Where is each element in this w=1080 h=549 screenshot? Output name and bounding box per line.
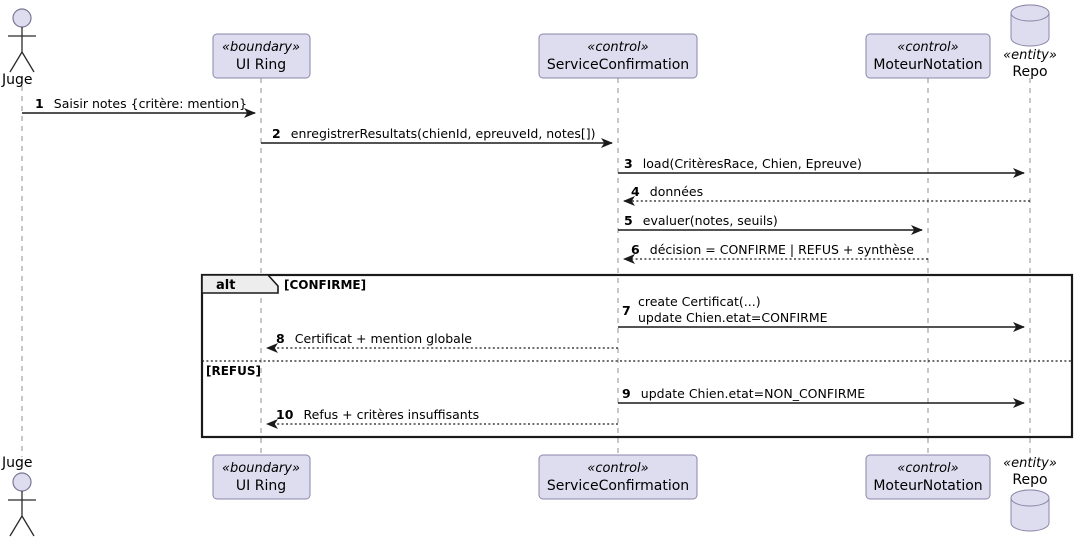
message-9-label: 9 update Chien.etat=NON_CONFIRME <box>622 383 865 402</box>
message-6[interactable]: 6 décision = CONFIRME | REFUS + synthèse <box>623 239 928 264</box>
fragment-outline <box>200 273 1074 439</box>
actor-head-icon <box>12 8 32 28</box>
lifelines <box>21 76 1031 457</box>
participant-label-juge-bottom: Juge <box>1 455 33 471</box>
message-3-label: 3 load(CritèresRace, Chien, Epreuve) <box>624 153 862 172</box>
message-7-text-line2: update Chien.etat=CONFIRME <box>638 310 828 325</box>
participant-label-repo-top: Repo <box>1012 64 1047 80</box>
message-10[interactable]: 10 Refus + critères insuffisants <box>266 404 618 429</box>
fragment-guard-confirme: [CONFIRME] <box>284 278 366 292</box>
actor-head-bottom-icon <box>12 472 32 492</box>
participant-label-moteurnotation-bottom: MoteurNotation <box>873 478 982 494</box>
message-3-number: 3 <box>624 156 633 171</box>
participant-ui-ring-top[interactable]: «boundary» UI Ring <box>212 33 311 79</box>
participant-box-ui-ring-bottom[interactable] <box>212 454 311 500</box>
fragment-operator-label: alt <box>216 278 235 293</box>
participant-label-ui-ring-top: UI Ring <box>236 57 286 73</box>
message-1-label: 1 Saisir notes {critère: mention} <box>35 93 247 112</box>
participant-label-serviceconfirmation-bottom: ServiceConfirmation <box>547 478 689 494</box>
participant-moteurnotation-bottom[interactable]: «control» MoteurNotation <box>865 454 991 500</box>
stereotype-ui-ring-bottom: «boundary» <box>222 461 300 476</box>
message-8-text: Certificat + mention globale <box>295 331 472 346</box>
message-6-number: 6 <box>631 242 640 257</box>
participant-box-moteurnotation-top[interactable] <box>865 33 991 79</box>
stereotype-moteurnotation-bottom: «control» <box>897 461 958 476</box>
fragment-guard-refus: [REFUS] <box>206 364 261 378</box>
participant-label-ui-ring-bottom: UI Ring <box>236 478 286 494</box>
message-8-label: 8 Certificat + mention globale <box>276 328 472 347</box>
message-9-text: update Chien.etat=NON_CONFIRME <box>641 386 865 401</box>
message-2-label: 2 enregistrerResultats(chienId, epreuveI… <box>272 123 596 142</box>
fragment-operator-tab <box>201 274 279 294</box>
message-4-text: données <box>650 184 703 199</box>
participant-box-serviceconfirmation-top[interactable] <box>538 33 698 79</box>
message-9[interactable]: 9 update Chien.etat=NON_CONFIRME <box>618 383 1025 408</box>
message-4-number: 4 <box>631 184 640 199</box>
participant-juge-bottom[interactable]: Juge <box>1 455 36 537</box>
participant-repo-bottom[interactable]: «entity» Repo <box>1003 456 1057 532</box>
message-5-text: evaluer(notes, seuils) <box>643 213 778 228</box>
message-7-text-line1: create Certificat(...) <box>638 294 761 309</box>
stereotype-ui-ring-top: «boundary» <box>222 40 300 55</box>
message-8-number: 8 <box>276 331 285 346</box>
message-8[interactable]: 8 Certificat + mention globale <box>266 328 618 353</box>
message-2[interactable]: 2 enregistrerResultats(chienId, epreuveI… <box>261 123 613 148</box>
participant-box-ui-ring-top[interactable] <box>212 33 311 79</box>
message-7[interactable]: 7 create Certificat(...) update Chien.et… <box>618 294 1025 332</box>
participant-label-moteurnotation-top: MoteurNotation <box>873 57 982 73</box>
database-cylinder-top-icon <box>1010 4 1050 22</box>
message-10-label: 10 Refus + critères insuffisants <box>276 404 479 423</box>
participant-label-juge-top: Juge <box>1 72 33 88</box>
message-5[interactable]: 5 evaluer(notes, seuils) <box>618 210 923 235</box>
actor-body-bottom-icon <box>8 491 36 537</box>
message-2-number: 2 <box>272 126 281 141</box>
stereotype-repo-top: «entity» <box>1003 48 1057 63</box>
message-1[interactable]: 1 Saisir notes {critère: mention} <box>22 93 256 118</box>
stereotype-serviceconfirmation-bottom: «control» <box>587 461 648 476</box>
participant-juge-top[interactable]: Juge <box>1 8 36 88</box>
message-4-label: 4 données <box>631 181 703 200</box>
combined-fragment-alt[interactable]: alt [CONFIRME] [REFUS] <box>200 273 1074 439</box>
message-3-text: load(CritèresRace, Chien, Epreuve) <box>643 156 862 171</box>
participant-serviceconfirmation-top[interactable]: «control» ServiceConfirmation <box>538 33 698 79</box>
stereotype-moteurnotation-top: «control» <box>897 40 958 55</box>
participant-label-serviceconfirmation-top: ServiceConfirmation <box>547 57 689 73</box>
participant-box-moteurnotation-bottom[interactable] <box>865 454 991 500</box>
participant-label-repo-bottom: Repo <box>1012 472 1047 488</box>
participant-box-serviceconfirmation-bottom[interactable] <box>538 454 698 500</box>
message-7-number: 7 <box>622 303 631 318</box>
stereotype-repo-bottom: «entity» <box>1003 456 1057 471</box>
message-5-number: 5 <box>624 213 633 228</box>
message-4[interactable]: 4 données <box>623 181 1030 206</box>
stereotype-serviceconfirmation-top: «control» <box>587 40 648 55</box>
message-2-text: enregistrerResultats(chienId, epreuveId,… <box>291 126 596 141</box>
message-10-text: Refus + critères insuffisants <box>304 407 480 422</box>
message-1-number: 1 <box>35 96 44 111</box>
message-5-label: 5 evaluer(notes, seuils) <box>624 210 778 229</box>
actor-body-icon <box>8 27 36 73</box>
message-10-number: 10 <box>276 407 294 422</box>
message-6-label: 6 décision = CONFIRME | REFUS + synthèse <box>631 239 914 258</box>
message-1-text: Saisir notes {critère: mention} <box>54 96 247 111</box>
message-3[interactable]: 3 load(CritèresRace, Chien, Epreuve) <box>618 153 1025 178</box>
database-cylinder-bottom-top-icon <box>1010 489 1050 507</box>
participant-moteurnotation-top[interactable]: «control» MoteurNotation <box>865 33 991 79</box>
message-9-number: 9 <box>622 386 631 401</box>
message-6-text: décision = CONFIRME | REFUS + synthèse <box>650 242 914 257</box>
participant-repo-top[interactable]: «entity» Repo <box>1003 4 1057 80</box>
participant-serviceconfirmation-bottom[interactable]: «control» ServiceConfirmation <box>538 454 698 500</box>
participant-ui-ring-bottom[interactable]: «boundary» UI Ring <box>212 454 311 500</box>
